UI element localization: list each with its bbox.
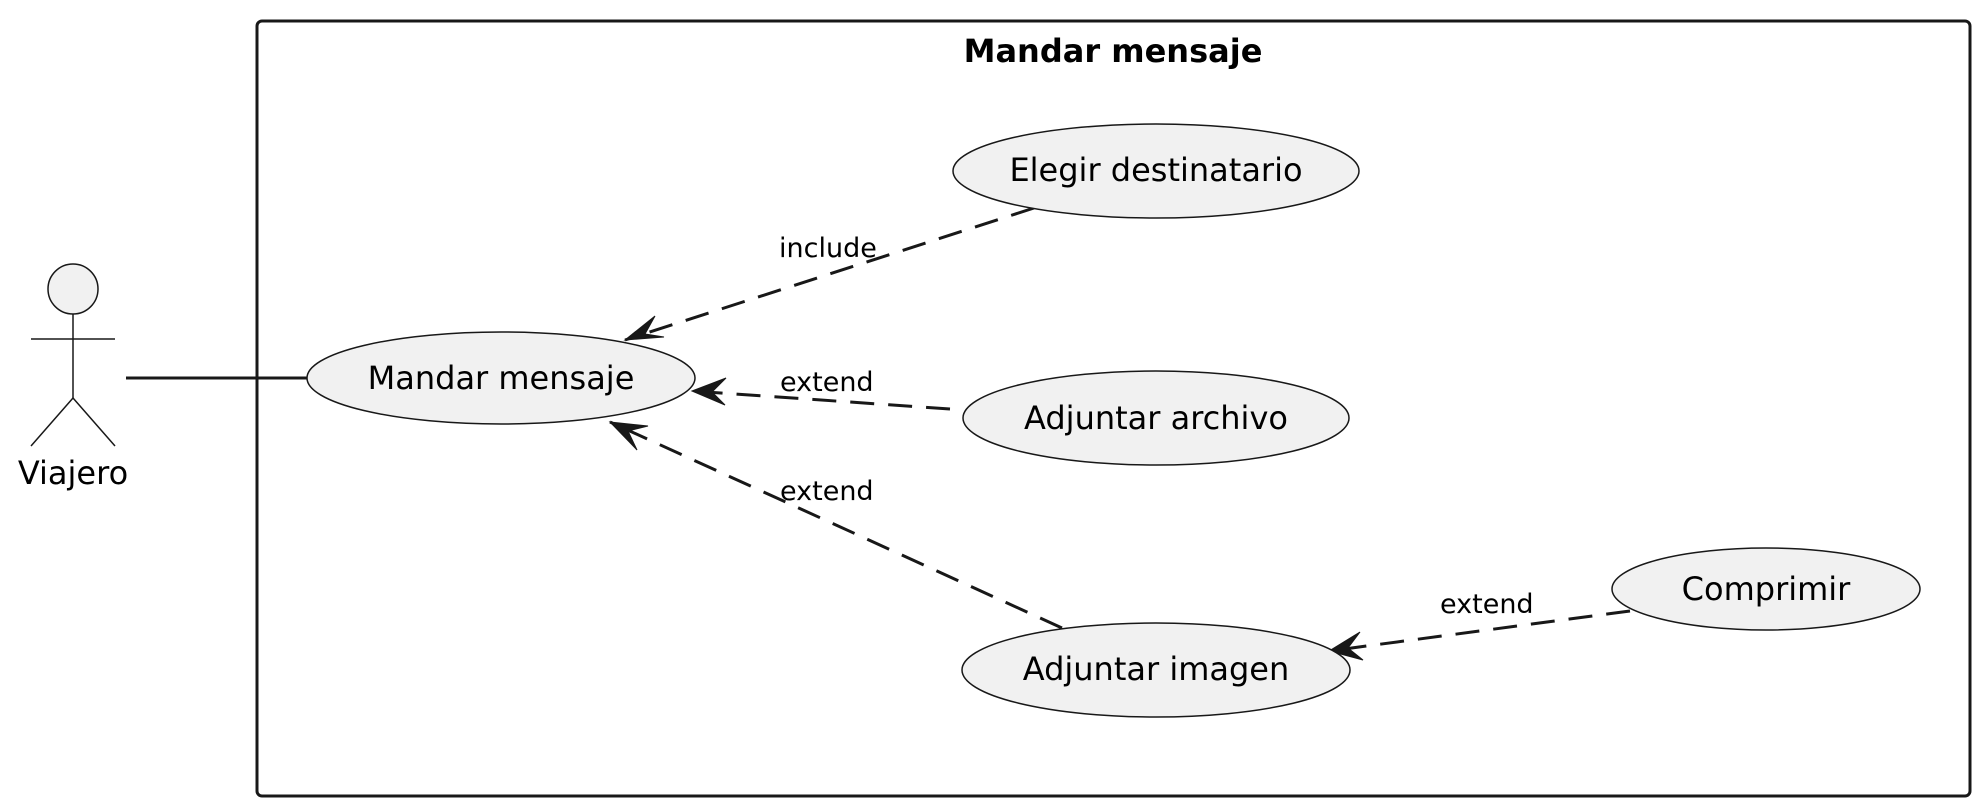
arrowhead-extend-imagen	[608, 421, 649, 451]
edge-label-include: include	[779, 233, 877, 264]
arrowhead-include	[623, 315, 665, 341]
edge-extend-archivo	[691, 389, 951, 411]
use-case-label: Mandar mensaje	[368, 359, 635, 397]
use-case-comprimir[interactable]: Comprimir	[1611, 547, 1921, 631]
use-case-elegir-destinatario[interactable]: Elegir destinatario	[952, 123, 1360, 219]
use-case-label: Adjuntar imagen	[1023, 650, 1290, 688]
use-case-mandar-mensaje[interactable]: Mandar mensaje	[306, 331, 696, 425]
use-case-label: Adjuntar archivo	[1024, 399, 1288, 437]
actor-right-leg	[72, 397, 116, 447]
actor-left-leg	[30, 397, 74, 447]
use-case-adjuntar-archivo[interactable]: Adjuntar archivo	[962, 370, 1350, 466]
edge-label-extend-imagen: extend	[780, 476, 874, 507]
edge-extend-imagen	[609, 420, 1063, 630]
use-case-ellipse	[1611, 547, 1921, 631]
use-case-ellipse	[961, 622, 1351, 718]
edge-include	[624, 206, 1035, 342]
use-case-label: Elegir destinatario	[1009, 151, 1302, 189]
system-boundary	[255, 19, 1972, 798]
edge-label-extend-comprimir: extend	[1440, 589, 1534, 620]
edge-extend-comprimir	[1328, 609, 1631, 653]
use-case-adjuntar-imagen[interactable]: Adjuntar imagen	[961, 622, 1351, 718]
actor-viajero[interactable]: Viajero	[18, 263, 128, 492]
use-case-ellipse	[952, 123, 1360, 219]
use-case-ellipse	[962, 370, 1350, 466]
actor-head	[47, 263, 99, 315]
use-case-label: Comprimir	[1682, 570, 1852, 608]
use-case-ellipse	[306, 331, 696, 425]
system-title: Mandar mensaje	[964, 32, 1263, 70]
actor-label: Viajero	[18, 454, 128, 492]
arrowhead-extend-archivo	[690, 377, 727, 406]
edge-label-extend-archivo: extend	[780, 367, 874, 398]
